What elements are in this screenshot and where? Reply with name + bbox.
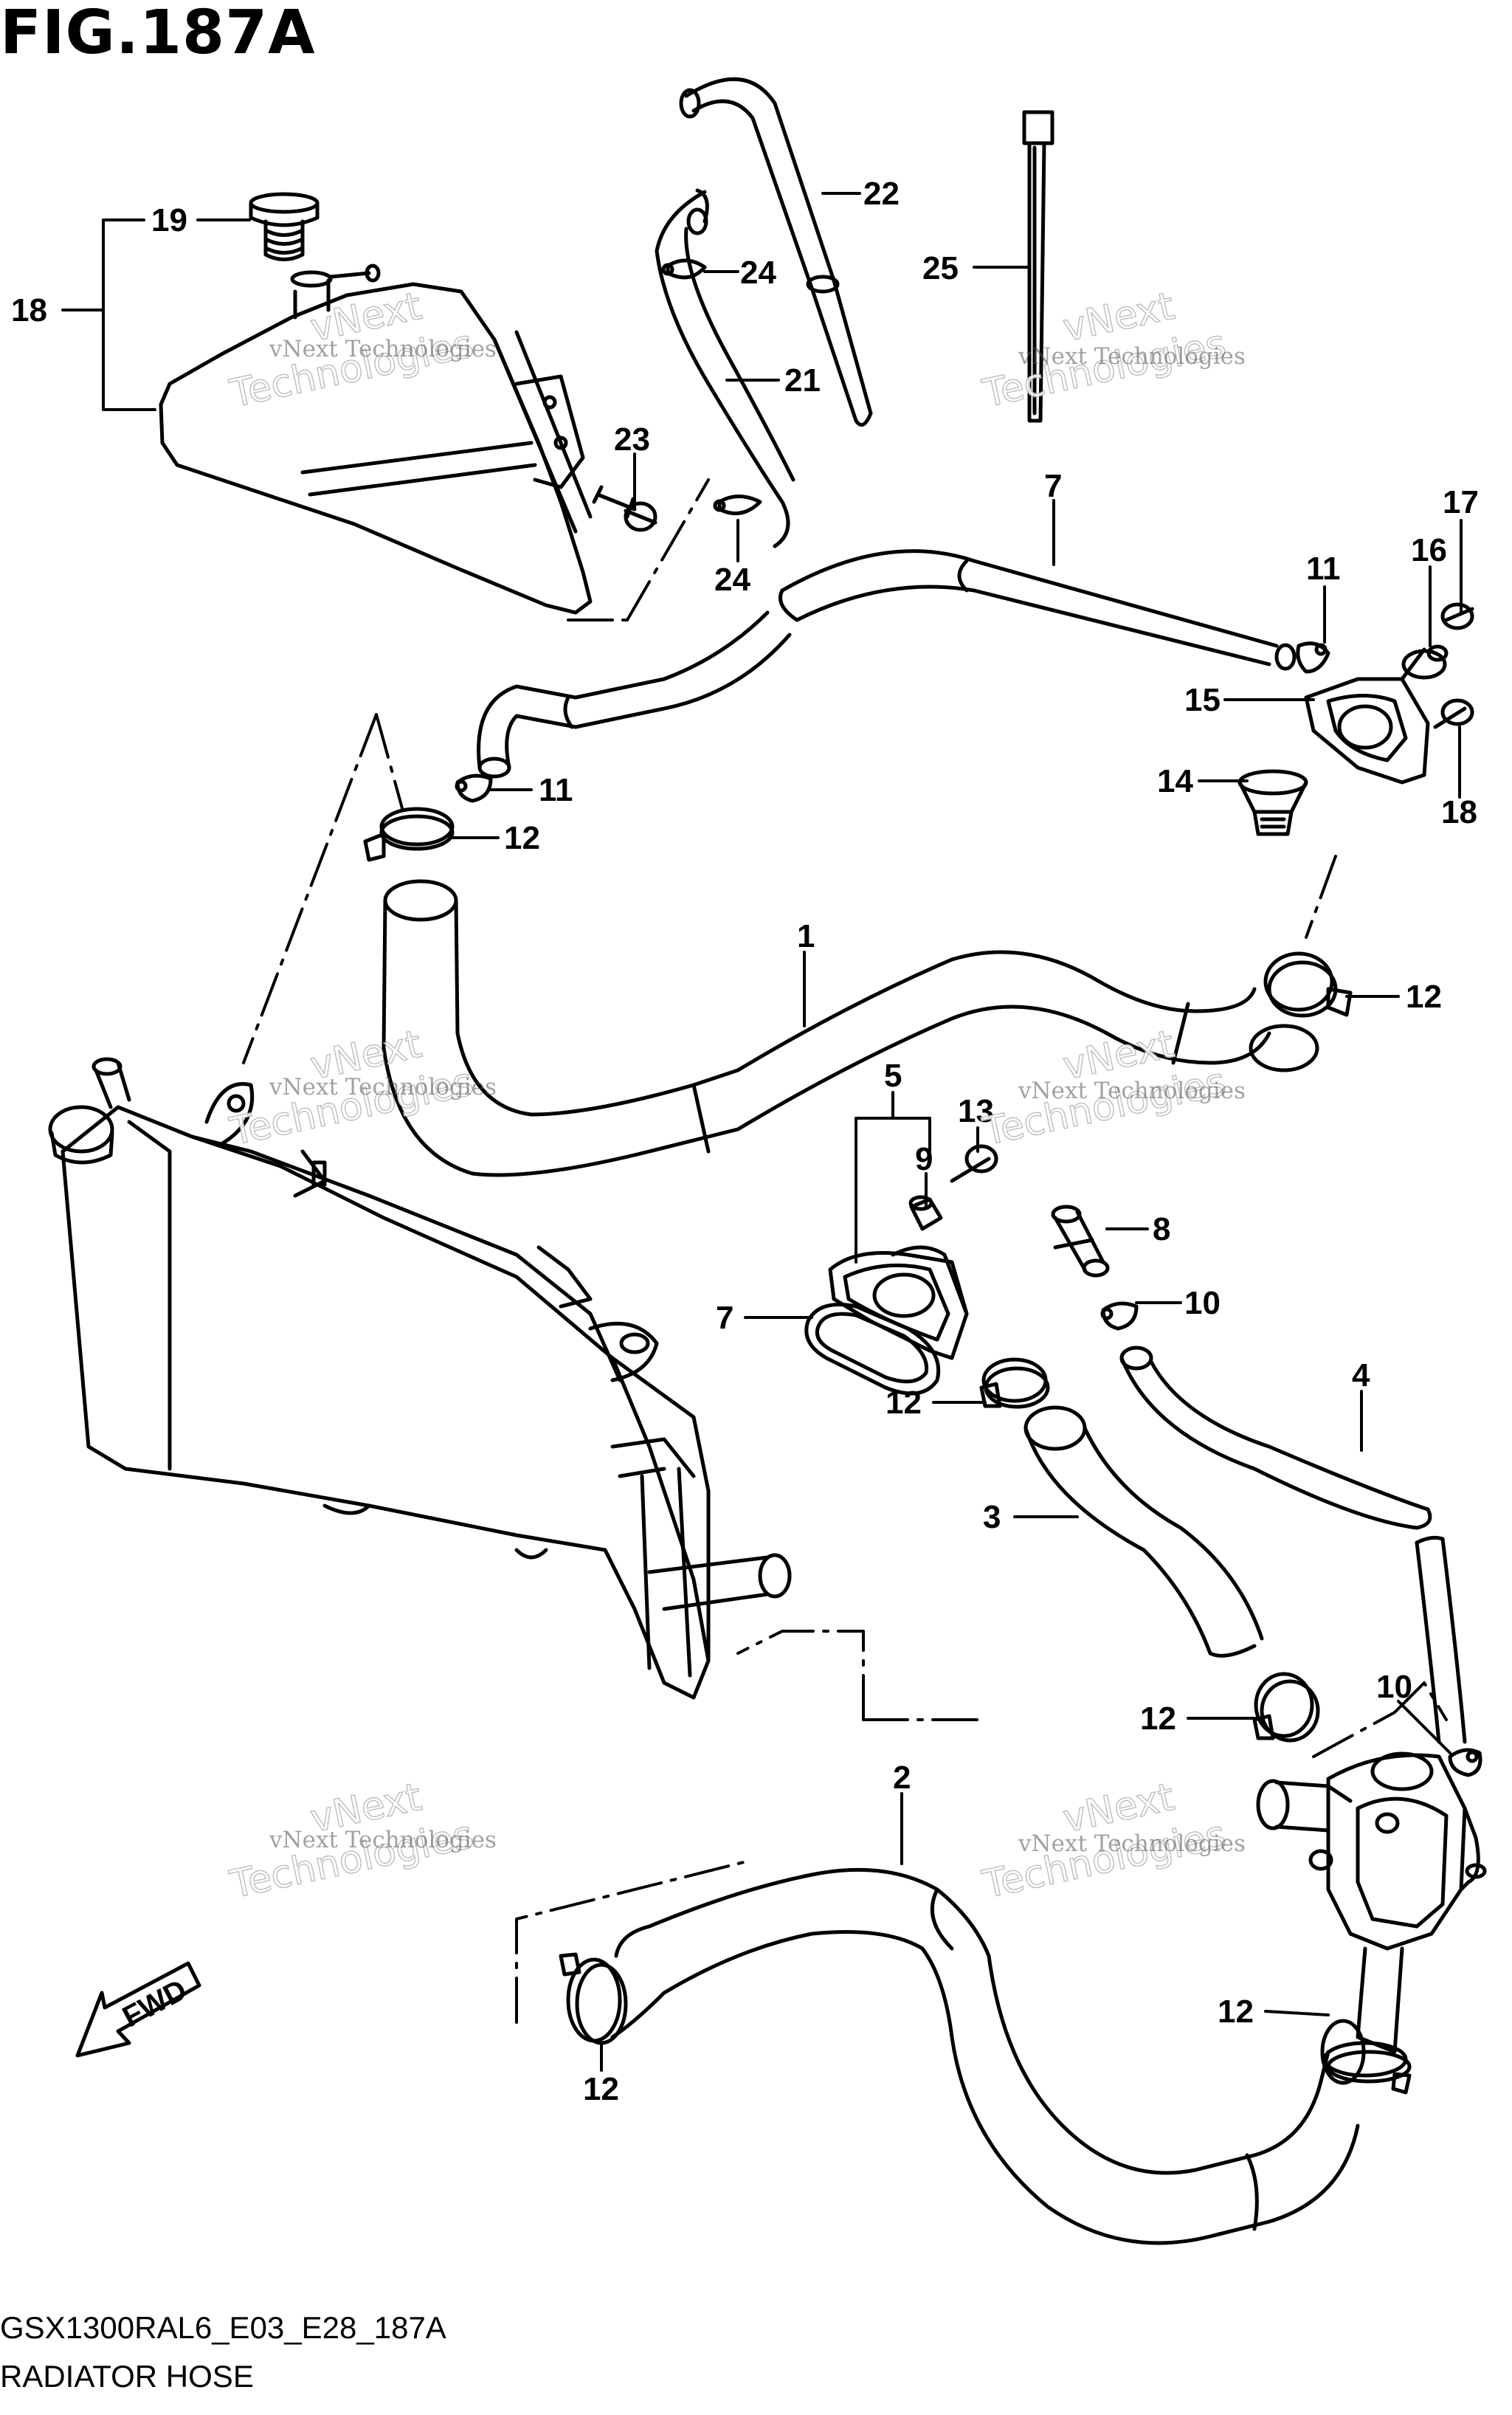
hose-clip-10-lower <box>1448 1748 1482 1777</box>
callout-10-upper: 10 <box>1184 1285 1221 1321</box>
thermostat-housing-5 <box>828 1245 969 1360</box>
hose-8 <box>779 549 1297 671</box>
bolt-18 <box>1433 698 1474 729</box>
fitting-9 <box>1051 1205 1110 1278</box>
callout-17: 17 <box>1443 484 1479 520</box>
bolt-17 <box>1440 602 1474 630</box>
water-pump <box>1256 1751 1487 2054</box>
radiator-hose-1 <box>382 879 1319 1177</box>
callout-11-left: 11 <box>539 772 573 808</box>
callout-1: 1 <box>797 918 815 954</box>
reservoir-tank <box>159 263 593 615</box>
callout-8: 7 <box>1044 468 1062 504</box>
callout-numbers: 19 18 22 24 21 25 23 24 7 11 16 17 15 14… <box>11 176 1479 2107</box>
callout-18: 18 <box>1441 794 1477 830</box>
assembly-lines <box>242 478 1448 2024</box>
radiator-hose-3 <box>1023 1405 1264 1658</box>
watermark-text: vNext Technologies <box>269 1074 497 1100</box>
hose-8-lower <box>477 610 792 779</box>
callout-12-c: 12 <box>886 1385 922 1421</box>
collar-6 <box>908 1195 943 1231</box>
figure-code: GSX1300RAL6_E03_E28_187A <box>0 2310 446 2345</box>
figure-name: RADIATOR HOSE <box>0 2359 254 2394</box>
cable-tie-25 <box>1022 110 1054 423</box>
watermark-text: vNext Technologies <box>1018 1078 1246 1104</box>
callout-9: 8 <box>1153 1211 1170 1247</box>
hose-clip-11-right <box>1296 641 1330 674</box>
callout-22: 22 <box>863 176 900 212</box>
callout-16: 16 <box>1411 532 1447 568</box>
forward-arrow <box>75 1961 201 2058</box>
hose-clamp-12-c <box>979 1357 1050 1409</box>
callout-19: 18 <box>11 292 47 328</box>
callout-24-upper: 24 <box>740 255 776 291</box>
callout-13: 13 <box>958 1093 994 1129</box>
callout-24-lower: 24 <box>714 562 750 598</box>
hose-clamp-12-f <box>559 1952 628 2045</box>
watermark-text: vNext Technologies <box>269 336 497 362</box>
figure-title: FIG.187A <box>0 0 316 68</box>
callout-12-d: 12 <box>1140 1701 1176 1737</box>
thermostat-14 <box>1237 769 1308 836</box>
hose-clip-11-left <box>455 774 493 803</box>
hose-clamp-12-b <box>1263 951 1353 1018</box>
callout-7: 7 <box>716 1300 733 1336</box>
callout-12-f: 12 <box>583 2071 619 2107</box>
callout-25: 25 <box>922 250 959 286</box>
callout-3: 3 <box>983 1499 1001 1535</box>
callout-10-lower: 10 <box>1376 1669 1412 1705</box>
hose-clamp-12-e <box>1322 2041 1412 2095</box>
watermark-text: vNext Technologies <box>1018 343 1246 370</box>
callout-12-b: 12 <box>1406 979 1442 1015</box>
bolt-13 <box>950 1144 998 1183</box>
callout-20: 19 <box>151 202 187 238</box>
hose-clamp-12-a <box>363 807 455 862</box>
radiator-hose-2 <box>610 1867 1366 2245</box>
hose-21 <box>655 188 795 548</box>
o-ring-7 <box>804 1303 941 1396</box>
callout-14: 14 <box>1157 763 1193 799</box>
washer-16 <box>1426 644 1449 662</box>
callout-6: 9 <box>915 1141 933 1177</box>
hose-clip-24-upper <box>661 258 707 280</box>
callout-11-right: 11 <box>1306 551 1341 587</box>
hose-22 <box>679 77 873 427</box>
callout-15: 15 <box>1184 682 1221 718</box>
callout-4: 4 <box>1352 1357 1370 1393</box>
callout-12-a: 12 <box>504 820 540 856</box>
bolt-23 <box>592 485 657 532</box>
callout-5: 5 <box>884 1058 902 1094</box>
reservoir-cap <box>249 192 320 261</box>
hose-clip-10-upper <box>1100 1301 1139 1331</box>
hose-clamp-12-d <box>1252 1672 1320 1743</box>
callout-23: 23 <box>614 421 650 458</box>
thermostat-cover-15 <box>1304 647 1447 785</box>
callout-12-e: 12 <box>1218 1994 1254 2030</box>
radiator <box>48 1057 792 1700</box>
callout-2: 2 <box>893 1760 911 1796</box>
callout-21: 21 <box>784 362 821 399</box>
hose-4 <box>1119 1346 1467 1744</box>
watermark-text: vNext Technologies <box>1018 1830 1246 1857</box>
callout-lines <box>61 192 1463 2072</box>
watermark-text: vNext Technologies <box>269 1827 497 1853</box>
hose-clip-24-lower <box>713 495 762 516</box>
